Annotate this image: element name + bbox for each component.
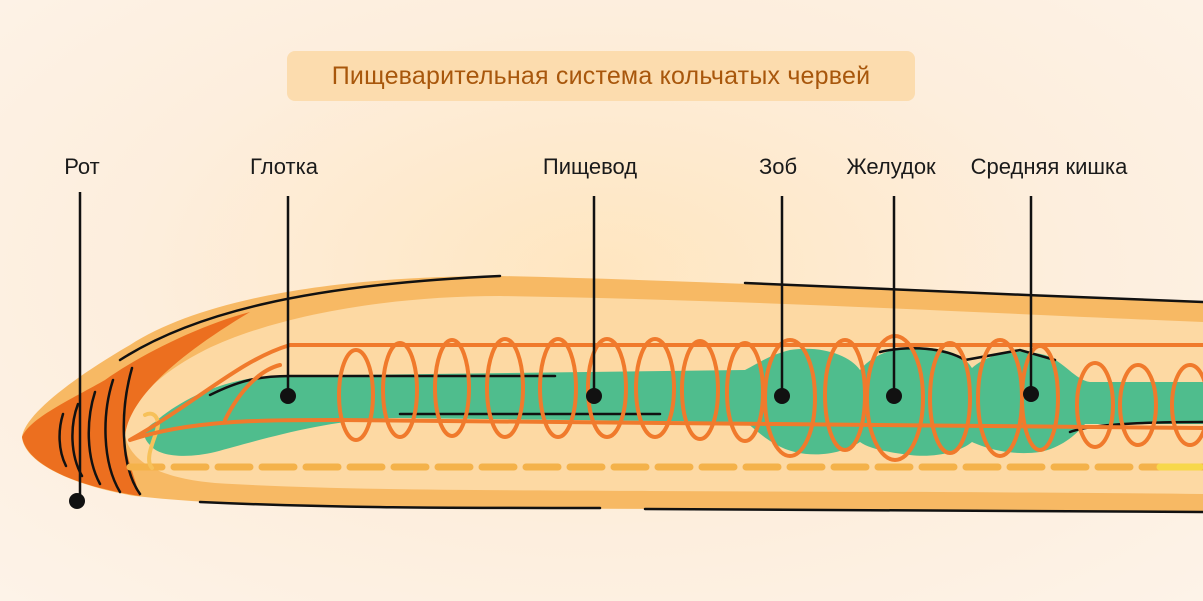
pharynx-loop — [223, 363, 282, 422]
label-stomach: Желудок — [846, 154, 936, 179]
diagram-title-box: Пищеварительная система кольчатых червей — [287, 51, 915, 101]
diagram-title: Пищеварительная система кольчатых червей — [331, 61, 871, 90]
mouth-opening — [143, 411, 160, 470]
dorsal-vessel — [128, 343, 1203, 442]
label-esophagus: Пищевод — [542, 154, 638, 179]
body-outline-top — [118, 274, 1203, 362]
body-outline-bottom — [198, 500, 1203, 514]
label-mouth: Рот — [64, 154, 100, 179]
leader-lines — [78, 192, 1033, 502]
label-pharynx: Глотка — [250, 154, 318, 179]
label-midgut: Средняя кишка — [970, 154, 1128, 179]
head-segment-lines — [58, 366, 142, 496]
label-crop: Зоб — [758, 154, 798, 179]
pointer-dots — [69, 386, 1039, 509]
